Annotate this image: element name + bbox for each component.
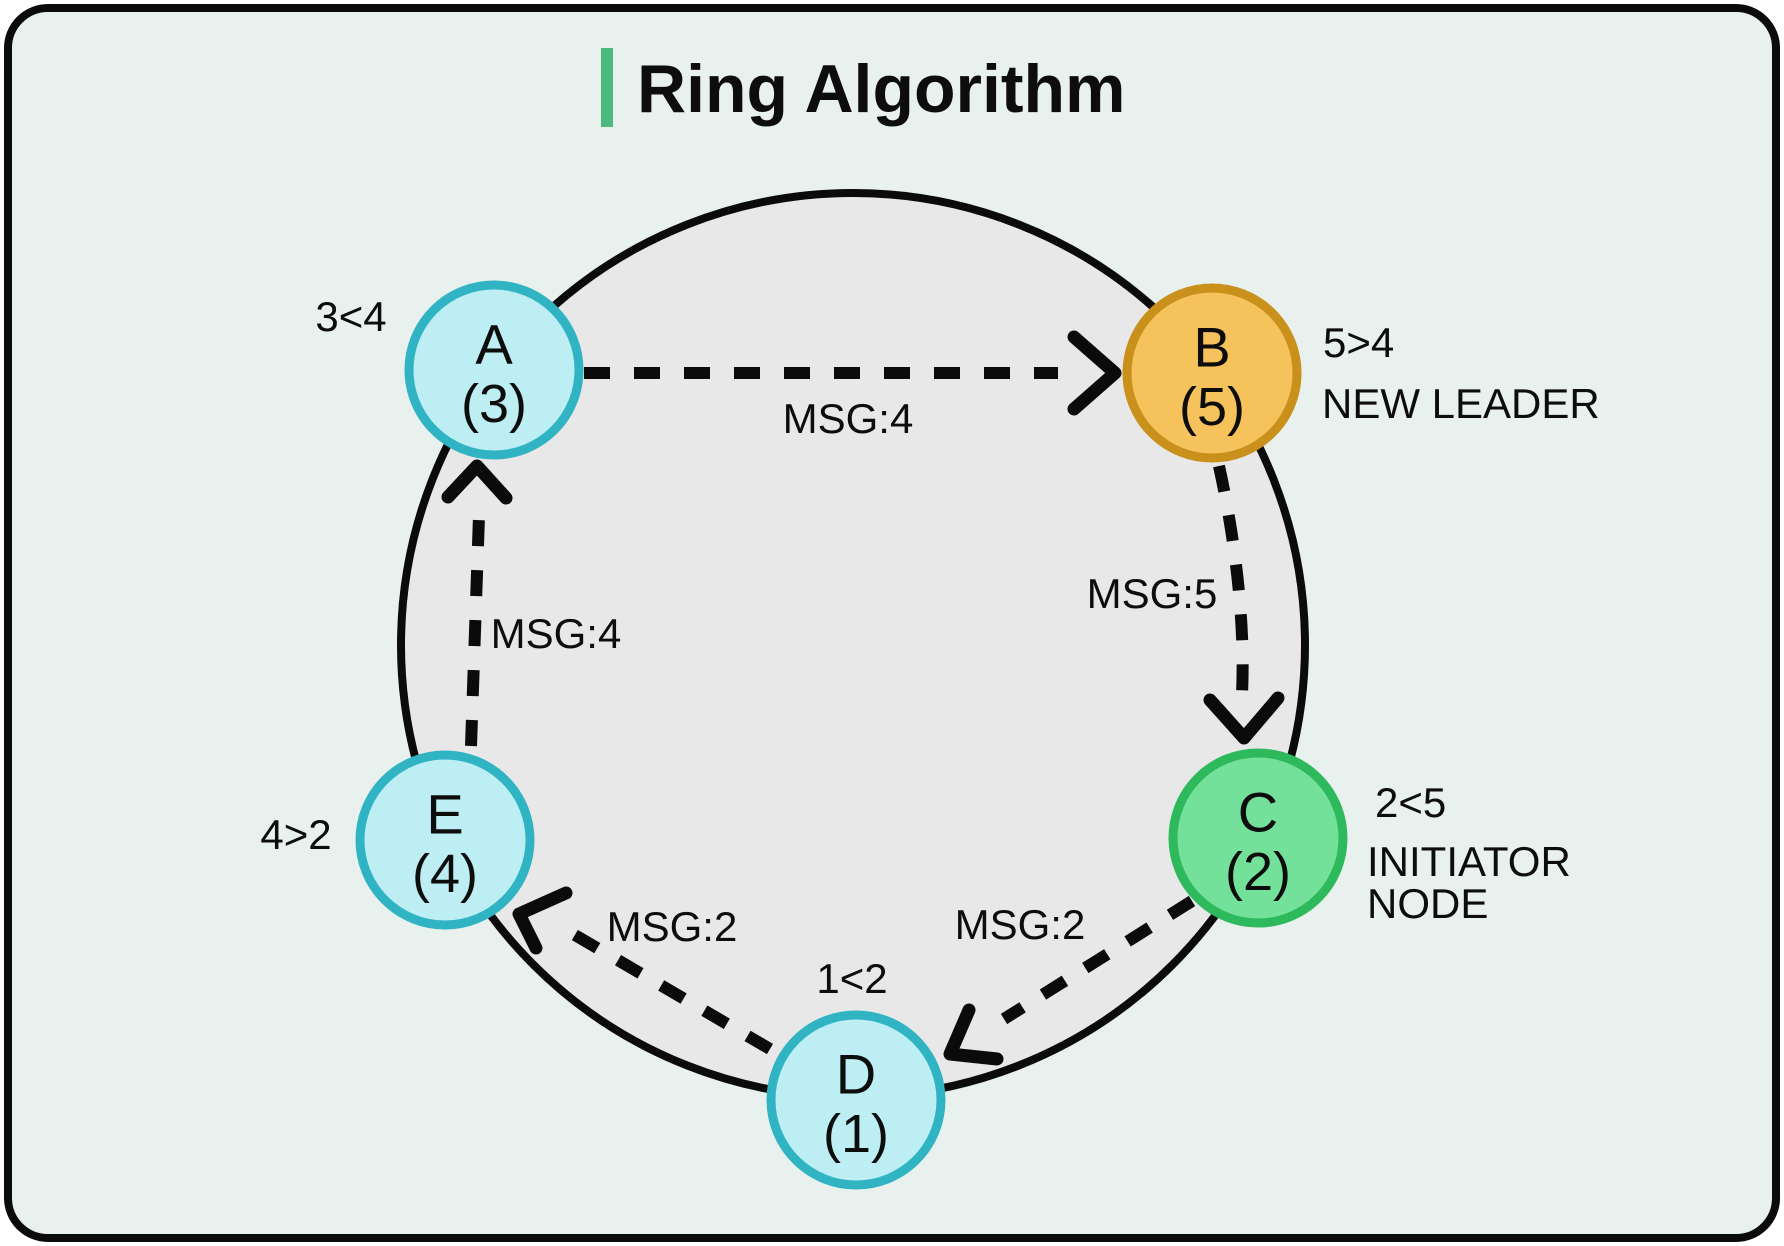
node-d: D (1) — [766, 1010, 946, 1190]
node-b-letter: B — [1193, 316, 1230, 379]
node-c-comparison: 2<5 — [1375, 779, 1446, 826]
arrowhead-c-d-icon — [943, 1003, 1004, 1066]
message-line-d-e — [564, 925, 774, 1055]
node-d-value: (1) — [823, 1104, 889, 1164]
node-c-circle — [1168, 748, 1348, 928]
node-e-letter: E — [426, 783, 463, 846]
node-c-role-line2: NODE — [1367, 880, 1488, 927]
node-c: C (2) — [1168, 748, 1348, 928]
node-b-role: NEW LEADER — [1322, 380, 1600, 427]
arrowhead-b-c-icon — [1203, 691, 1285, 745]
node-b-circle — [1122, 283, 1302, 463]
node-c-value: (2) — [1225, 842, 1291, 902]
message-line-e-a — [465, 515, 485, 747]
node-c-role-line1: INITIATOR — [1367, 838, 1571, 885]
node-a-comparison: 3<4 — [315, 293, 386, 340]
node-e-comparison: 4>2 — [260, 811, 331, 858]
node-a: A (3) — [404, 280, 584, 460]
node-b-comparison: 5>4 — [1323, 319, 1394, 366]
page-title: Ring Algorithm — [637, 51, 1126, 127]
node-d-letter: D — [836, 1043, 876, 1106]
message-label-d-e: MSG:2 — [607, 903, 738, 950]
message-line-c-d — [1000, 895, 1196, 1025]
node-b: B (5) — [1122, 283, 1302, 463]
node-d-circle — [766, 1010, 946, 1190]
node-c-letter: C — [1238, 781, 1278, 844]
title-accent-bar — [601, 48, 613, 127]
node-e-circle — [355, 750, 535, 930]
node-b-value: (5) — [1179, 377, 1245, 437]
node-a-value: (3) — [461, 374, 527, 434]
node-a-circle — [404, 280, 584, 460]
message-label-b-c: MSG:5 — [1087, 570, 1218, 617]
node-a-letter: A — [475, 313, 513, 376]
message-label-a-b: MSG:4 — [783, 395, 914, 442]
node-e: E (4) — [355, 750, 535, 930]
node-d-comparison: 1<2 — [816, 955, 887, 1002]
node-e-value: (4) — [412, 844, 478, 904]
message-line-b-c — [1213, 464, 1249, 695]
arrowhead-d-e-icon — [512, 886, 573, 955]
message-label-e-a: MSG:4 — [491, 610, 622, 657]
message-label-c-d: MSG:2 — [955, 901, 1086, 948]
arrowhead-a-b-icon — [1067, 330, 1122, 416]
arrowhead-e-a-icon — [441, 459, 513, 505]
